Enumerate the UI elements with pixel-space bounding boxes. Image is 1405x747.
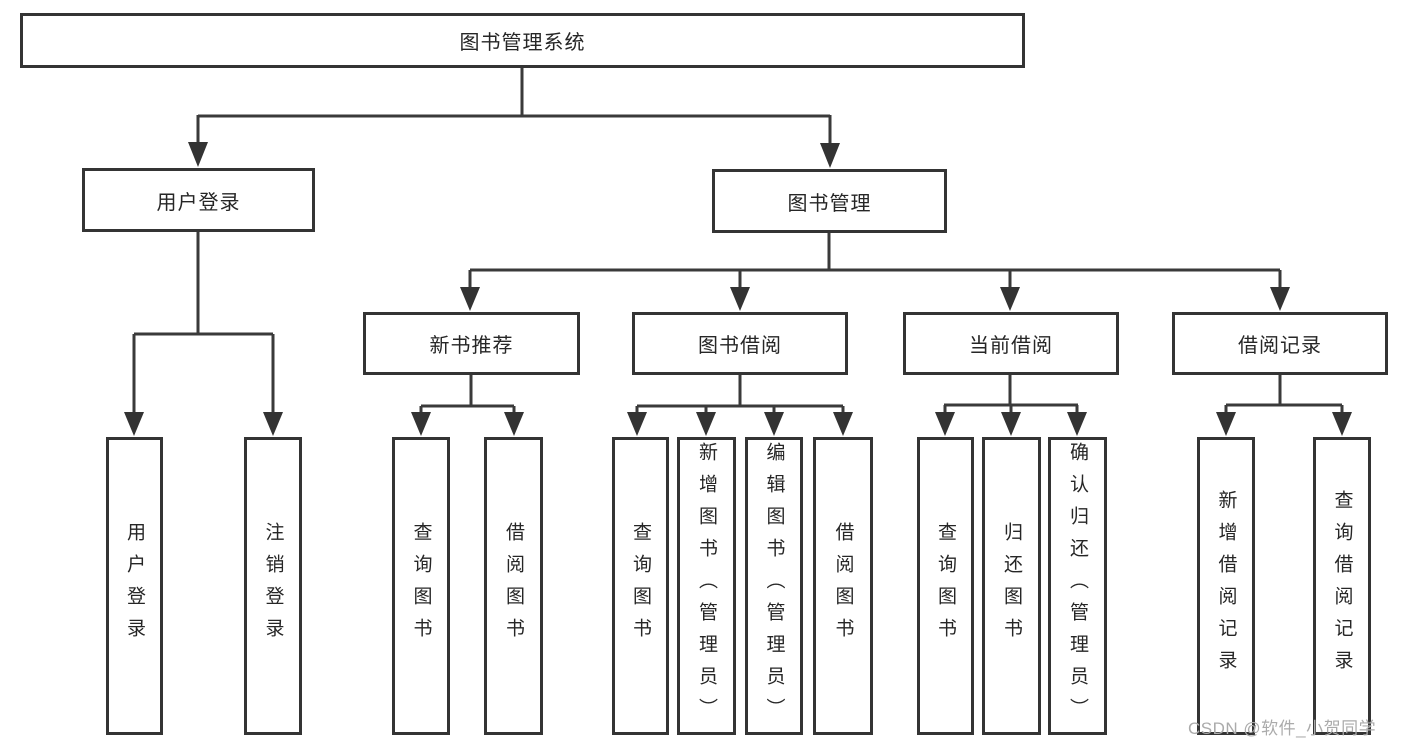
csdn-watermark: CSDN @软件_小贺同学	[1188, 719, 1377, 738]
leaf-query-books-borrowing: 查询图书	[612, 437, 669, 735]
node-new-book-recommend: 新书推荐	[363, 312, 580, 375]
node-label: 借阅图书	[832, 522, 854, 650]
leaf-return-book: 归还图书	[982, 437, 1041, 735]
node-label: 新增借阅记录	[1215, 490, 1237, 682]
leaf-user-login: 用户登录	[106, 437, 163, 735]
node-library-management-system: 图书管理系统	[20, 13, 1025, 68]
leaf-logout: 注销登录	[244, 437, 302, 735]
node-label: 当前借阅	[969, 335, 1053, 357]
node-label: 查询图书	[630, 522, 651, 650]
leaf-query-books-recommend: 查询图书	[392, 437, 450, 735]
leaf-add-book-admin: 新增图书（管理员）	[677, 437, 736, 735]
leaf-query-books-current: 查询图书	[917, 437, 974, 735]
node-label: 确认归还（管理员）	[1067, 442, 1088, 730]
leaf-borrow-books-recommend: 借阅图书	[484, 437, 543, 735]
node-label: 图书管理系统	[459, 32, 586, 54]
leaf-query-borrow-record: 查询借阅记录	[1313, 437, 1371, 735]
node-current-borrowing: 当前借阅	[903, 312, 1119, 375]
node-label: 编辑图书（管理员）	[763, 442, 785, 730]
node-label: 查询借阅记录	[1331, 490, 1353, 682]
node-label: 新书推荐	[429, 335, 514, 357]
leaf-borrow-books-borrowing: 借阅图书	[813, 437, 873, 735]
node-book-borrowing: 图书借阅	[632, 312, 848, 375]
node-book-management: 图书管理	[712, 169, 947, 233]
node-label: 借阅记录	[1238, 335, 1322, 357]
node-label: 新增图书（管理员）	[696, 442, 717, 730]
node-label: 注销登录	[262, 522, 284, 650]
leaf-add-borrow-record: 新增借阅记录	[1197, 437, 1255, 735]
node-label: 查询图书	[935, 522, 956, 650]
node-label: 用户登录	[124, 522, 145, 650]
node-label: 用户登录	[156, 191, 241, 214]
node-borrowing-records: 借阅记录	[1172, 312, 1388, 375]
leaf-edit-book-admin: 编辑图书（管理员）	[745, 437, 803, 735]
leaf-confirm-return-admin: 确认归还（管理员）	[1048, 437, 1107, 735]
arrow-down-icons	[124, 142, 1352, 436]
node-label: 借阅图书	[503, 522, 524, 650]
node-label: 图书借阅	[698, 335, 782, 357]
node-user-login: 用户登录	[82, 168, 315, 232]
node-label: 图书管理	[787, 192, 872, 215]
node-label: 归还图书	[1001, 522, 1022, 650]
node-label: 查询图书	[410, 522, 432, 650]
